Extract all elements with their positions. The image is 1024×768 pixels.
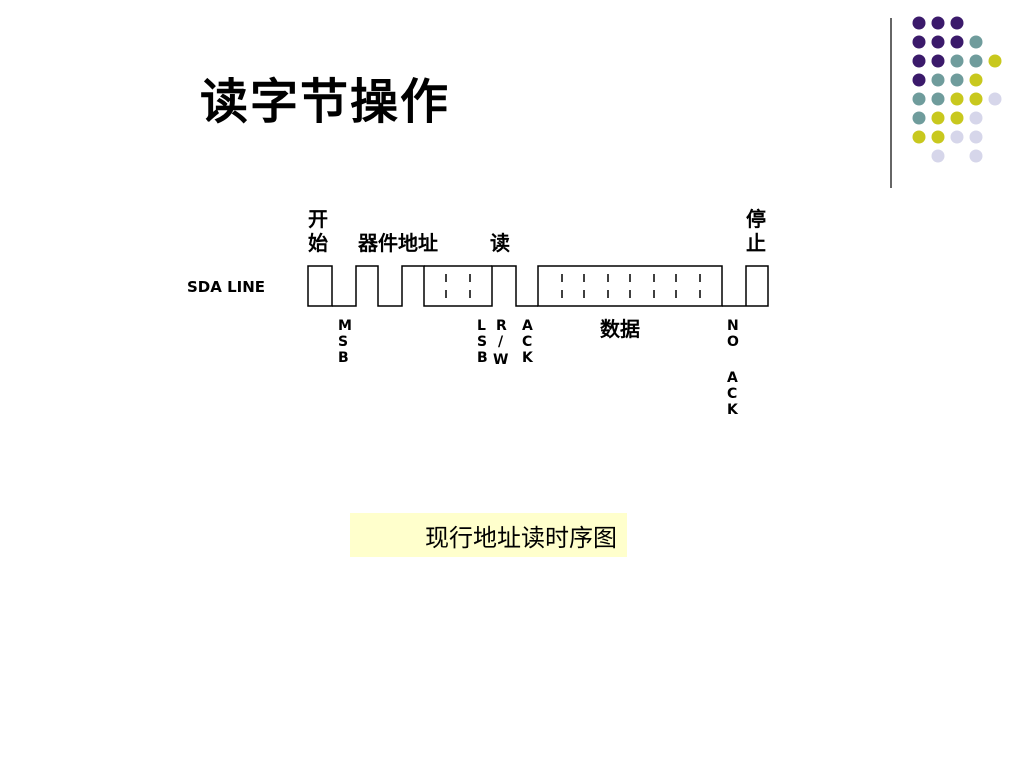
decorative-dot-grid xyxy=(912,16,1002,163)
decor-dot xyxy=(950,111,964,125)
caption-box: 现行地址读时序图 xyxy=(350,513,627,557)
decor-dot xyxy=(931,92,945,106)
slide-title: 读字节操作 xyxy=(200,74,451,130)
label-ack-a: A xyxy=(522,318,533,334)
decor-dot xyxy=(969,73,983,87)
label-no-o: O xyxy=(727,334,739,350)
decor-dot xyxy=(931,130,945,144)
decor-dot xyxy=(931,149,945,163)
label-rw-r: R xyxy=(496,318,507,334)
label-lsb-s: S xyxy=(477,334,487,350)
decor-dot xyxy=(912,73,926,87)
decor-dot xyxy=(988,54,1002,68)
decor-dot xyxy=(969,149,983,163)
label-noack-a: A xyxy=(727,370,738,386)
label-noack-k: K xyxy=(727,402,739,418)
label-lsb-l: L xyxy=(477,318,486,334)
decor-dot xyxy=(931,54,945,68)
label-stop-1: 停 xyxy=(746,207,766,231)
label-msb-b: B xyxy=(338,350,349,366)
label-noack-c: C xyxy=(727,386,737,402)
decor-dot xyxy=(912,130,926,144)
decor-dot xyxy=(969,92,983,106)
decor-dot xyxy=(931,111,945,125)
decor-dot xyxy=(950,35,964,49)
decor-dot xyxy=(950,54,964,68)
decor-dot xyxy=(912,92,926,106)
decor-dot xyxy=(912,111,926,125)
caption-text: 现行地址读时序图 xyxy=(425,523,617,552)
decor-dot xyxy=(969,111,983,125)
label-rw-w: W xyxy=(493,352,508,368)
decor-dot xyxy=(912,35,926,49)
vertical-divider xyxy=(890,18,892,188)
sda-line-label: SDA LINE xyxy=(187,278,265,296)
label-data: 数据 xyxy=(600,317,640,341)
decor-dot xyxy=(912,54,926,68)
label-lsb-b: B xyxy=(477,350,488,366)
label-start-1: 开 xyxy=(308,207,328,231)
label-msb-m: M xyxy=(338,318,352,334)
decor-dot xyxy=(969,35,983,49)
decor-dot xyxy=(931,73,945,87)
label-rw-slash: / xyxy=(498,334,504,350)
label-msb-s: S xyxy=(338,334,348,350)
decor-dot xyxy=(988,92,1002,106)
decor-dot xyxy=(931,35,945,49)
decor-dot xyxy=(969,130,983,144)
decor-dot xyxy=(950,92,964,106)
label-stop-2: 止 xyxy=(746,231,766,255)
decor-dot xyxy=(969,54,983,68)
label-start-2: 始 xyxy=(308,231,328,255)
label-ack-k: K xyxy=(522,350,534,366)
sda-waveform xyxy=(307,265,769,307)
decor-dot xyxy=(950,16,964,30)
label-device-address: 器件地址 xyxy=(357,231,438,255)
decor-dot xyxy=(912,16,926,30)
decor-dot xyxy=(950,73,964,87)
label-read: 读 xyxy=(490,231,510,255)
decor-dot xyxy=(931,16,945,30)
label-no-n: N xyxy=(727,318,739,334)
decor-dot xyxy=(950,130,964,144)
label-ack-c: C xyxy=(522,334,532,350)
